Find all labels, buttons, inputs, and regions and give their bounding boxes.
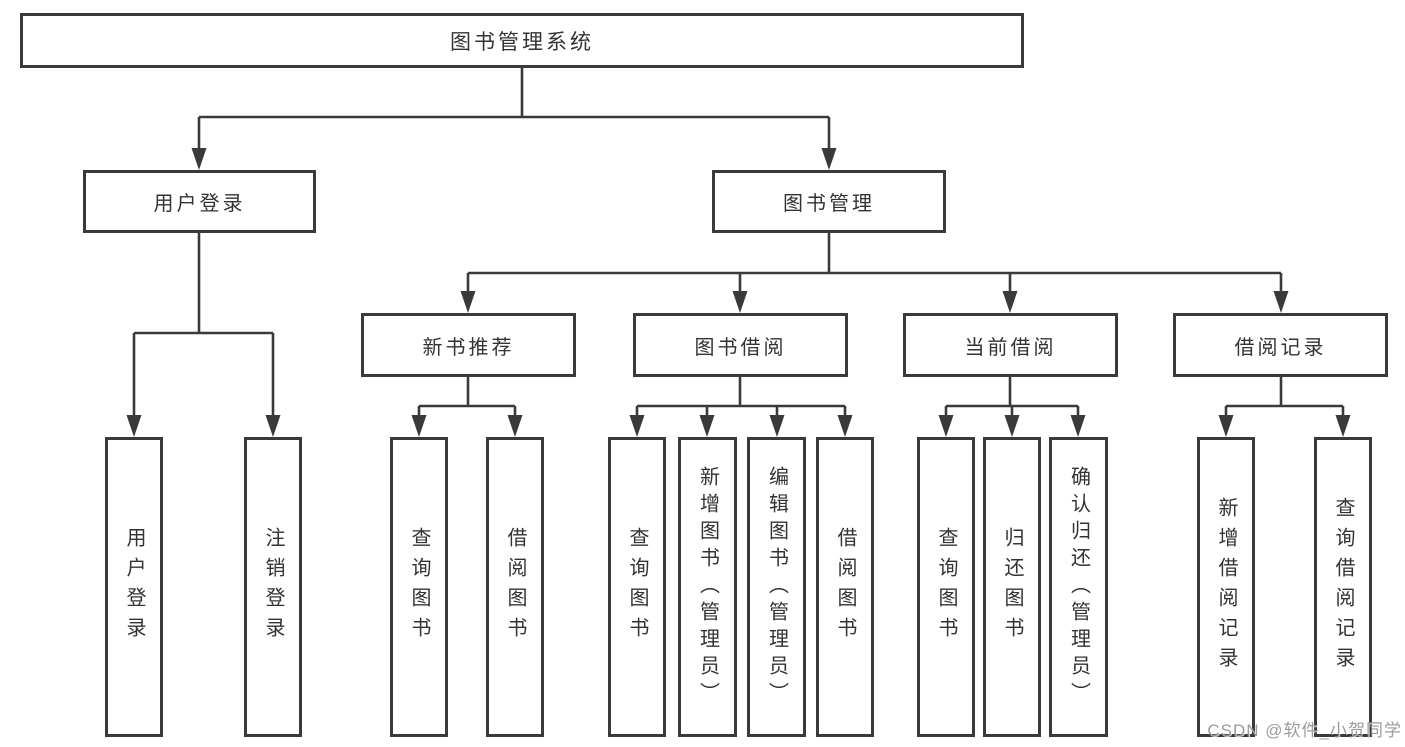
watermark: CSDN @软件_小贺同学 <box>1207 721 1402 740</box>
leaf-logout-label: 注销登录 <box>262 527 284 647</box>
leaf-borrow-query-books: 查询图书 <box>608 437 666 737</box>
leaf-current-confirm-return-admin: 确认归还（管理员） <box>1049 437 1108 737</box>
arrowheads <box>126 148 1351 437</box>
leaf-records-add-borrow-record: 新增借阅记录 <box>1197 437 1255 737</box>
node-borrow-records: 借阅记录 <box>1173 313 1388 377</box>
leaf-current-query-books-label: 查询图书 <box>935 527 957 647</box>
node-user-login: 用户登录 <box>83 170 316 233</box>
node-book-borrowing: 图书借阅 <box>633 313 848 377</box>
leaf-records-add-borrow-record-label: 新增借阅记录 <box>1215 497 1237 677</box>
node-new-book-recommendation: 新书推荐 <box>361 313 576 377</box>
leaf-current-query-books: 查询图书 <box>917 437 975 737</box>
leaf-current-return-books-label: 归还图书 <box>1001 527 1023 647</box>
leaf-borrow-edit-books-admin-label: 编辑图书（管理员） <box>765 465 788 709</box>
leaf-borrow-add-books-admin-label: 新增图书（管理员） <box>696 465 719 709</box>
node-root-library-system: 图书管理系统 <box>20 13 1024 68</box>
leaf-borrow-edit-books-admin: 编辑图书（管理员） <box>747 437 806 737</box>
leaf-logout: 注销登录 <box>244 437 302 737</box>
leaf-newbook-query-books-label: 查询图书 <box>408 527 430 647</box>
leaf-user-login: 用户登录 <box>105 437 163 737</box>
leaf-user-login-label: 用户登录 <box>123 527 145 647</box>
leaf-newbook-borrow-books: 借阅图书 <box>486 437 544 737</box>
node-current-borrowing: 当前借阅 <box>903 313 1118 377</box>
leaf-newbook-borrow-books-label: 借阅图书 <box>504 527 526 647</box>
leaf-borrow-borrow-books-label: 借阅图书 <box>834 527 856 647</box>
node-book-management: 图书管理 <box>712 170 946 233</box>
leaf-current-return-books: 归还图书 <box>983 437 1041 737</box>
leaf-borrow-add-books-admin: 新增图书（管理员） <box>678 437 737 737</box>
leaf-records-query-borrow-record: 查询借阅记录 <box>1314 437 1372 737</box>
leaf-borrow-query-books-label: 查询图书 <box>626 527 648 647</box>
leaf-current-confirm-return-admin-label: 确认归还（管理员） <box>1067 465 1090 709</box>
leaf-newbook-query-books: 查询图书 <box>390 437 448 737</box>
leaf-borrow-borrow-books: 借阅图书 <box>816 437 874 737</box>
leaf-records-query-borrow-record-label: 查询借阅记录 <box>1332 497 1354 677</box>
